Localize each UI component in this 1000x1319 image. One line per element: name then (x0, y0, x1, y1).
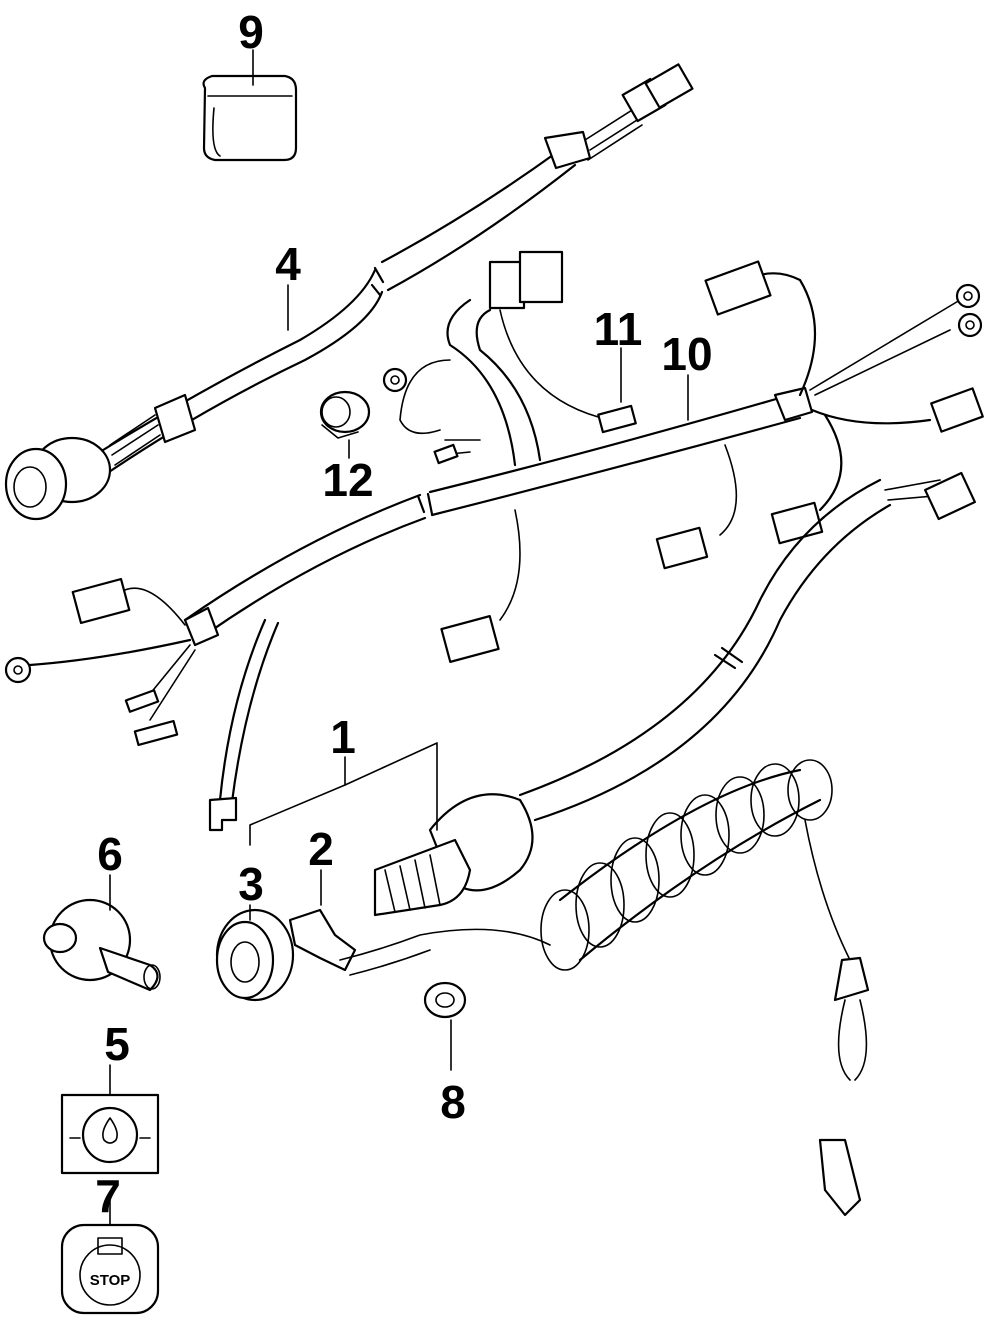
stop-plate-text: STOP (90, 1272, 131, 1289)
callout-7: 7 (95, 1170, 121, 1222)
callout-11: 11 (594, 303, 643, 355)
coil-cord (540, 759, 833, 971)
part-7-stop-plate (60, 1223, 160, 1315)
callout-9: 9 (238, 6, 264, 58)
part-2-lanyard (288, 759, 870, 1217)
part-3-nut (215, 908, 295, 1002)
part-1-stop-switch (373, 471, 976, 917)
callout-3: 3 (238, 858, 264, 910)
callout-12: 12 (322, 454, 373, 506)
part-9-rubber-cap (202, 74, 298, 162)
callout-10: 10 (661, 328, 712, 380)
callout-8: 8 (440, 1076, 466, 1128)
callout-6: 6 (97, 828, 123, 880)
callout-1: 1 (330, 711, 356, 763)
callout-2: 2 (308, 823, 334, 875)
callout-5: 5 (104, 1018, 130, 1070)
part-12-clamp (319, 390, 371, 459)
callout-4: 4 (275, 238, 301, 290)
part-8-washer (423, 981, 467, 1019)
leader-lines (109, 49, 689, 1226)
part-6-switch (42, 898, 161, 992)
part-4-cable-assembly (4, 63, 694, 521)
part-5-oil-plate (60, 1093, 160, 1175)
part-10-main-harness (4, 250, 984, 832)
